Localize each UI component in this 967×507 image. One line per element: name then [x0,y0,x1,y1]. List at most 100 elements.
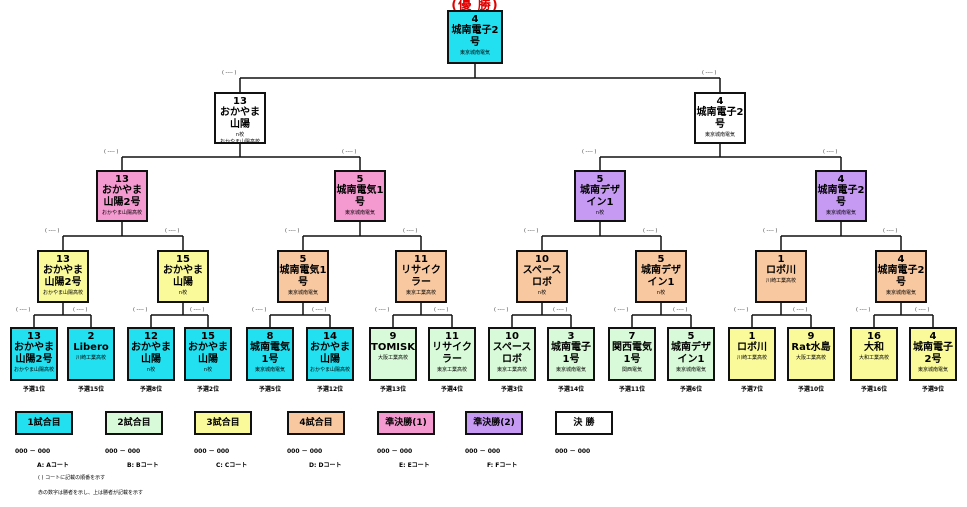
team-seed: 12 [144,331,158,342]
team-school: 東京工業高校 [436,367,467,373]
team-seed: 13 [56,254,70,265]
team-school: 大和工業高校 [858,355,889,361]
team-name: おかやま山陽 [220,107,260,130]
team-name: 城南デザイン1 [641,265,681,288]
team-school: 東京城南電気 [459,50,490,56]
match-score: ( ---- ) [643,228,658,234]
legend-score: 000 － 000 [465,448,501,455]
team-school: 大阪工業高校 [795,355,826,361]
team-name: おかやま山陽 [188,342,228,365]
team-school: 東京城南電気 [885,290,916,296]
bracket-title: (優 勝) [451,0,499,13]
legend-score: 000 － 000 [15,448,51,455]
match-score: ( ---- ) [73,307,88,313]
team-school: 東京城南電気 [344,210,375,216]
team-name: 城南電子2号 [451,25,499,48]
match-score: ( ---- ) [285,228,300,234]
team-name: 城南電子2号 [696,107,744,130]
qualifier-rank: 予選16位 [860,386,888,393]
team-school: 東京工業高校 [405,290,436,296]
qualifier-rank: 予選15位 [77,386,105,393]
team-seed: 14 [323,331,337,342]
qualifier-rank: 予選5位 [258,386,282,393]
match-score: ( ---- ) [165,228,180,234]
team-name: Libero [73,342,109,353]
team-school: おかやま山陽高校 [309,367,350,373]
qualifier-rank: 予選4位 [440,386,464,393]
team-seed: 13 [27,331,41,342]
match-score: ( ---- ) [252,307,267,313]
team-name: おかやま山陽 [163,265,203,288]
team-seed: 1 [777,254,785,265]
team-school: 東京城南電気 [917,367,948,373]
team-school: 東京城南電気 [704,132,735,138]
team-box-r1: 9TOMISKY+A大阪工業高校 [369,327,417,381]
match-score: ( ---- ) [883,228,898,234]
team-school: 川崎工業高校 [765,278,796,284]
match-score: ( ---- ) [222,70,237,76]
team-name: スペースロボ [492,342,532,365]
match-score: ( ---- ) [734,307,749,313]
team-name: リサイクラー [432,342,472,365]
team-name: スペースロボ [522,265,562,288]
team-seed: 9 [389,331,397,342]
qualifier-rank: 予選3位 [500,386,524,393]
team-name: 城南電子2号 [817,185,865,208]
match-score: ( ---- ) [190,307,205,313]
team-seed: 4 [471,14,479,25]
team-school: n校 [203,367,213,373]
match-score: ( ---- ) [856,307,871,313]
court-label: E: Eコート [399,462,430,469]
match-score: ( ---- ) [553,307,568,313]
legend-item: 準決勝(1) [377,411,435,435]
team-seed: 1 [748,331,756,342]
team-school: n校 [537,290,547,296]
legend-item: 2試合目 [105,411,163,435]
court-label: B: Bコート [127,462,159,469]
team-seed: 13 [233,96,247,107]
qualifier-rank: 予選10位 [797,386,825,393]
team-name: Rat水島 [791,342,831,353]
match-score: ( ---- ) [702,70,717,76]
team-school: 東京工業高校 [496,367,527,373]
team-name: おかやま山陽2号 [102,185,142,208]
match-score: ( ---- ) [915,307,930,313]
legend-item: 決 勝 [555,411,613,435]
team-school: 東京城南電気 [555,367,586,373]
team-seed: 11 [414,254,428,265]
match-score: ( ---- ) [375,307,390,313]
legend-score: 000 － 000 [194,448,230,455]
qualifier-rank: 予選13位 [379,386,407,393]
team-seed: 4 [837,174,845,185]
team-seed: 4 [716,96,724,107]
court-label: A: Aコート [37,462,69,469]
team-name: おかやま山陽 [131,342,171,365]
team-school: 大阪工業高校 [377,355,408,361]
match-score: ( ---- ) [793,307,808,313]
qualifier-rank: 予選11位 [618,386,646,393]
qualifier-rank: 予選12位 [316,386,344,393]
team-seed: 13 [115,174,129,185]
legend-item: 準決勝(2) [465,411,523,435]
note-line-1: ( ) コートに記載の順番を示す [38,475,106,481]
team-seed: 2 [87,331,95,342]
team-seed: 5 [657,254,665,265]
team-name: 城南デザイン1 [580,185,620,208]
team-name: 城南電子1号 [551,342,591,365]
team-seed: 4 [897,254,905,265]
team-seed: 10 [505,331,519,342]
qualifier-rank: 予選6位 [679,386,703,393]
